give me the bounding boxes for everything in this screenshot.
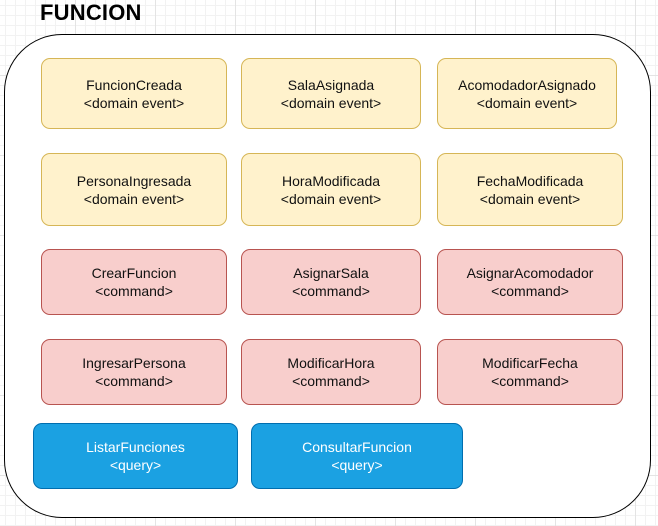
command-name: AsignarAcomodador	[466, 265, 594, 281]
command-ingresar-persona[interactable]: IngresarPersona <command>	[41, 339, 227, 405]
command-stereotype: <command>	[292, 283, 370, 299]
command-asignar-sala[interactable]: AsignarSala <command>	[241, 249, 421, 315]
command-name: ModificarFecha	[482, 355, 578, 371]
event-hora-modificada[interactable]: HoraModificada <domain event>	[241, 153, 421, 226]
command-modificar-hora[interactable]: ModificarHora <command>	[241, 339, 421, 405]
event-stereotype: <domain event>	[280, 94, 382, 111]
command-name: AsignarSala	[293, 265, 369, 281]
event-name: FuncionCreada	[86, 76, 182, 93]
command-asignar-acomodador[interactable]: AsignarAcomodador <command>	[437, 249, 623, 315]
event-name: HoraModificada	[281, 172, 381, 189]
query-stereotype: <query>	[109, 457, 162, 473]
command-name: ModificarHora	[287, 355, 375, 371]
query-name: ConsultarFuncion	[302, 439, 412, 455]
command-stereotype: <command>	[292, 373, 370, 389]
event-stereotype: <domain event>	[479, 190, 581, 207]
event-stereotype: <domain event>	[476, 94, 578, 111]
event-sala-asignada[interactable]: SalaAsignada <domain event>	[241, 58, 421, 129]
command-stereotype: <command>	[95, 283, 173, 299]
event-fecha-modificada[interactable]: FechaModificada <domain event>	[437, 153, 623, 226]
command-stereotype: <command>	[491, 373, 569, 389]
diagram-title: FUNCION	[40, 0, 142, 25]
command-crear-funcion[interactable]: CrearFuncion <command>	[41, 249, 227, 315]
query-stereotype: <query>	[331, 457, 383, 473]
event-stereotype: <domain event>	[83, 94, 185, 111]
event-name: FechaModificada	[476, 172, 584, 189]
event-acomodador-asignado[interactable]: AcomodadorAsignado <domain event>	[437, 58, 617, 129]
event-funcion-creada[interactable]: FuncionCreada <domain event>	[41, 58, 227, 129]
command-stereotype: <command>	[95, 373, 173, 389]
query-name: ListarFunciones	[86, 439, 185, 455]
command-name: CrearFuncion	[91, 265, 177, 281]
event-name: SalaAsignada	[287, 76, 375, 93]
query-consultar-funcion[interactable]: ConsultarFuncion <query>	[251, 423, 463, 489]
command-modificar-fecha[interactable]: ModificarFecha <command>	[437, 339, 623, 405]
query-listar-funciones[interactable]: ListarFunciones <query>	[33, 423, 238, 489]
event-stereotype: <domain event>	[83, 190, 185, 207]
event-name: AcomodadorAsignado	[458, 76, 596, 93]
event-persona-ingresada[interactable]: PersonaIngresada <domain event>	[41, 153, 227, 226]
event-stereotype: <domain event>	[280, 190, 382, 207]
event-name: PersonaIngresada	[76, 172, 192, 189]
command-stereotype: <command>	[491, 283, 569, 299]
command-name: IngresarPersona	[82, 355, 186, 371]
